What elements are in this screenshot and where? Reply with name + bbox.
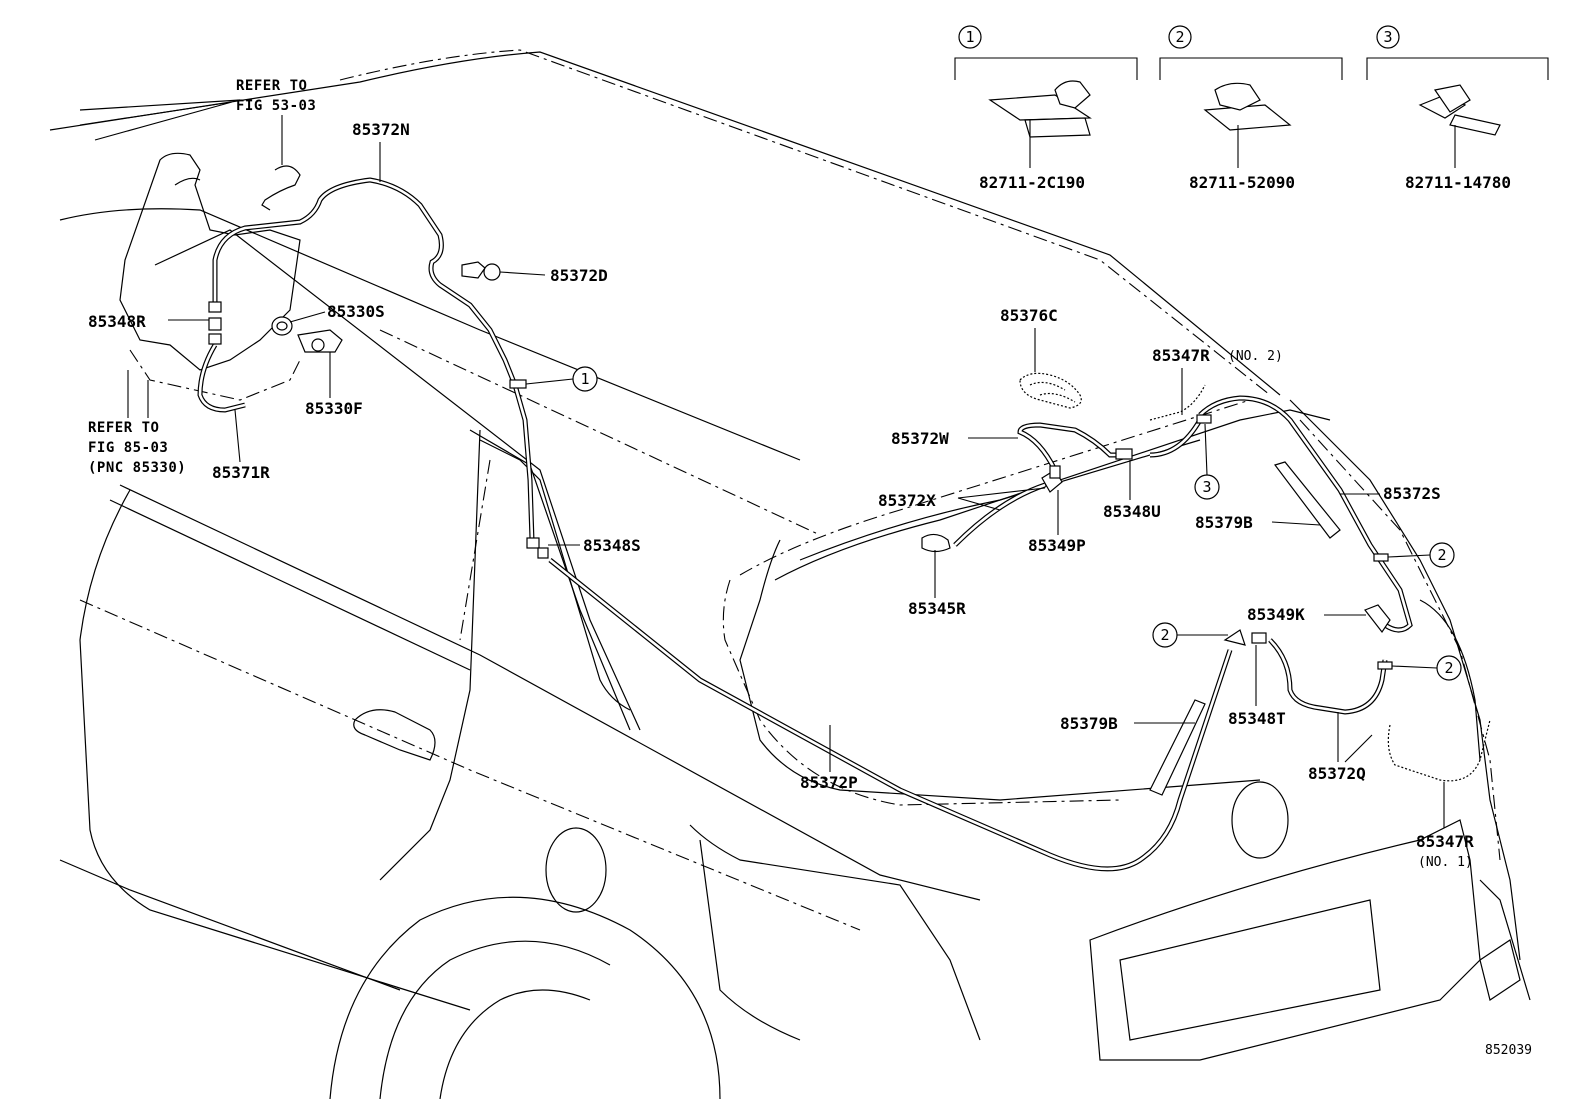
label-85349P: 85349P — [1028, 536, 1086, 555]
svg-text:2: 2 — [1160, 626, 1169, 644]
svg-text:3: 3 — [1202, 478, 1211, 496]
svg-text:FIG 53-03: FIG 53-03 — [236, 98, 316, 114]
clip-marker-2: 2 — [1175, 28, 1184, 46]
label-85372X: 85372X — [878, 491, 936, 510]
clip-legend-item-1: 1 82711-2C190 — [954, 25, 1138, 192]
vehicle-body-outline — [49, 49, 1531, 1099]
clip-marker-3: 3 — [1383, 28, 1392, 46]
label-85348T: 85348T — [1228, 709, 1286, 728]
part-labels: 85372N 85372D 85348R 85330S 85330F 85371… — [88, 120, 1474, 870]
clip-part-number-1: 82711-2C190 — [979, 173, 1085, 192]
label-85348U: 85348U — [1103, 502, 1161, 521]
svg-text:REFER TO: REFER TO — [236, 78, 307, 94]
reference-note-fig85: REFER TO FIG 85-03 (PNC 85330) — [88, 370, 186, 476]
label-85372W: 85372W — [891, 429, 949, 448]
clip-part-number-2: 82711-52090 — [1189, 173, 1295, 192]
label-85379B-upper: 85379B — [1195, 513, 1253, 532]
label-no1: (NO. 1) — [1418, 855, 1473, 870]
svg-text:FIG 85-03: FIG 85-03 — [88, 440, 168, 456]
svg-text:(PNC 85330): (PNC 85330) — [88, 460, 186, 476]
label-85372Q: 85372Q — [1308, 764, 1366, 783]
clip-marker-1: 1 — [965, 28, 974, 46]
clip-legend-item-2: 2 82711-52090 — [1159, 25, 1343, 192]
label-85372P: 85372P — [800, 773, 858, 792]
label-85372D: 85372D — [550, 266, 608, 285]
clip-legend-item-3: 3 82711-14780 — [1366, 25, 1549, 192]
label-85348R: 85348R — [88, 312, 146, 331]
label-85376C: 85376C — [1000, 306, 1058, 325]
label-85347R-no2: 85347R — [1152, 346, 1210, 365]
diagram-id: 852039 — [1485, 1043, 1532, 1058]
clip-legend: 1 82711-2C190 2 82711-52090 3 — [954, 25, 1549, 192]
label-85372N: 85372N — [352, 120, 410, 139]
label-85330S: 85330S — [327, 302, 385, 321]
label-85371R: 85371R — [212, 463, 270, 482]
svg-text:2: 2 — [1444, 659, 1453, 677]
washer-components — [208, 165, 1491, 796]
clip-part-number-3: 82711-14780 — [1405, 173, 1511, 192]
reference-note-fig53: REFER TO FIG 53-03 — [79, 78, 316, 165]
label-85379B-lower: 85379B — [1060, 714, 1118, 733]
label-85347R-no1: 85347R — [1416, 832, 1474, 851]
label-85349K: 85349K — [1247, 605, 1305, 624]
svg-text:REFER TO: REFER TO — [88, 420, 159, 436]
label-85348S: 85348S — [583, 536, 641, 555]
svg-text:2: 2 — [1437, 546, 1446, 564]
label-85372S: 85372S — [1383, 484, 1441, 503]
svg-text:1: 1 — [580, 370, 589, 388]
label-85330F: 85330F — [305, 399, 363, 418]
label-85345R: 85345R — [908, 599, 966, 618]
label-no2: (NO. 2) — [1228, 349, 1283, 364]
